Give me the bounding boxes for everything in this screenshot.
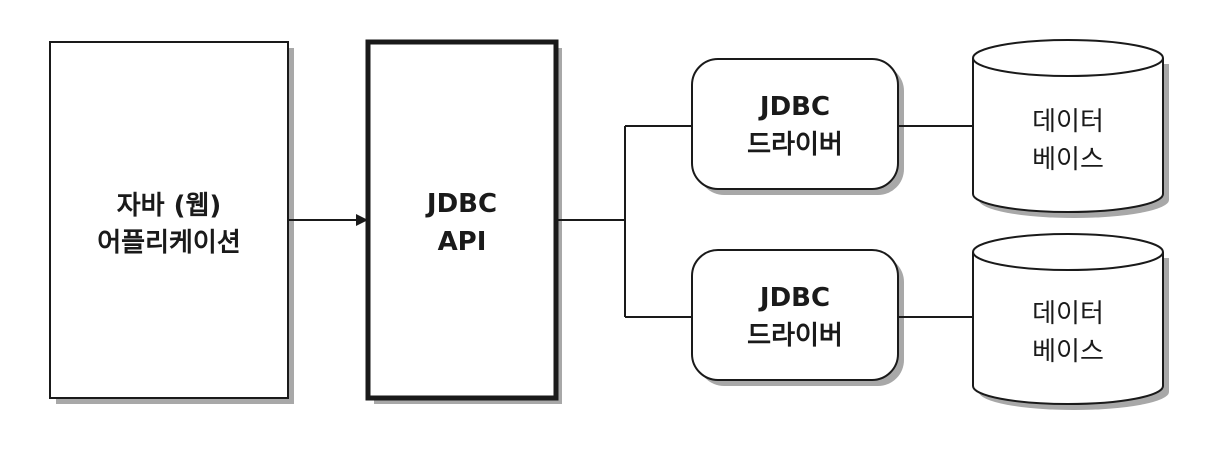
database-cylinder-2: 데이터 베이스 — [972, 233, 1169, 410]
db-1-label-line1: 데이터 — [1032, 107, 1104, 137]
jdbc-driver-box-2: JDBC 드라이버 — [691, 249, 904, 386]
jdbc-driver-box-1: JDBC 드라이버 — [691, 58, 904, 195]
driver-2-label-line2: 드라이버 — [747, 321, 843, 351]
java-web-application-box: 자바 (웹) 어플리케이션 — [49, 41, 294, 404]
driver-1-label-line2: 드라이버 — [747, 130, 843, 160]
api-label-line1: JDBC — [425, 189, 497, 219]
api-driver-connectors — [558, 125, 692, 318]
db-2-label-line2: 베이스 — [1032, 337, 1104, 367]
database-cylinder-1: 데이터 베이스 — [972, 39, 1169, 218]
app-label-line1: 자바 (웹) — [117, 191, 222, 221]
jdbc-api-box: JDBC API — [365, 39, 562, 404]
app-label-line2: 어플리케이션 — [97, 228, 241, 258]
api-label-line2: API — [438, 227, 487, 257]
driver-1-label-line1: JDBC — [758, 92, 830, 122]
db-1-label-line2: 베이스 — [1032, 145, 1104, 175]
driver-2-label-line1: JDBC — [758, 283, 830, 313]
db-2-label-line1: 데이터 — [1032, 299, 1104, 329]
